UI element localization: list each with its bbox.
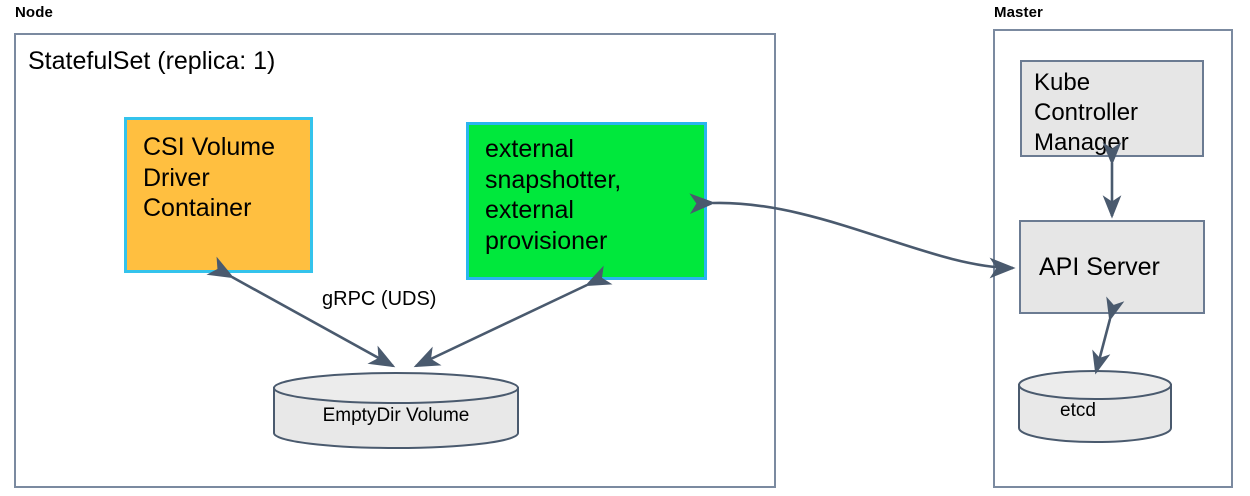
csi-volume-driver-container-box[interactable]: CSI Volume Driver Container — [124, 117, 313, 273]
etcd-label: etcd — [1060, 400, 1096, 421]
emptydir-volume-label: EmptyDir Volume — [322, 405, 470, 426]
emptydir-volume-cylinder[interactable]: EmptyDir Volume — [271, 371, 521, 451]
etcd-cylinder[interactable]: etcd — [1016, 369, 1174, 445]
group-label-node: Node — [15, 4, 53, 21]
group-label-master: Master — [994, 4, 1043, 21]
kube-controller-manager-box[interactable]: Kube Controller Manager — [1020, 60, 1204, 157]
api-server-box[interactable]: API Server — [1019, 220, 1205, 314]
statefulset-title: StatefulSet (replica: 1) — [28, 47, 276, 75]
external-sidecars-box[interactable]: external snapshotter, external provision… — [466, 122, 707, 280]
etcd-cylinder-shape — [1018, 370, 1172, 443]
emptydir-cylinder-shape — [273, 372, 519, 449]
grpc-uds-edge-label: gRPC (UDS) — [322, 288, 437, 310]
